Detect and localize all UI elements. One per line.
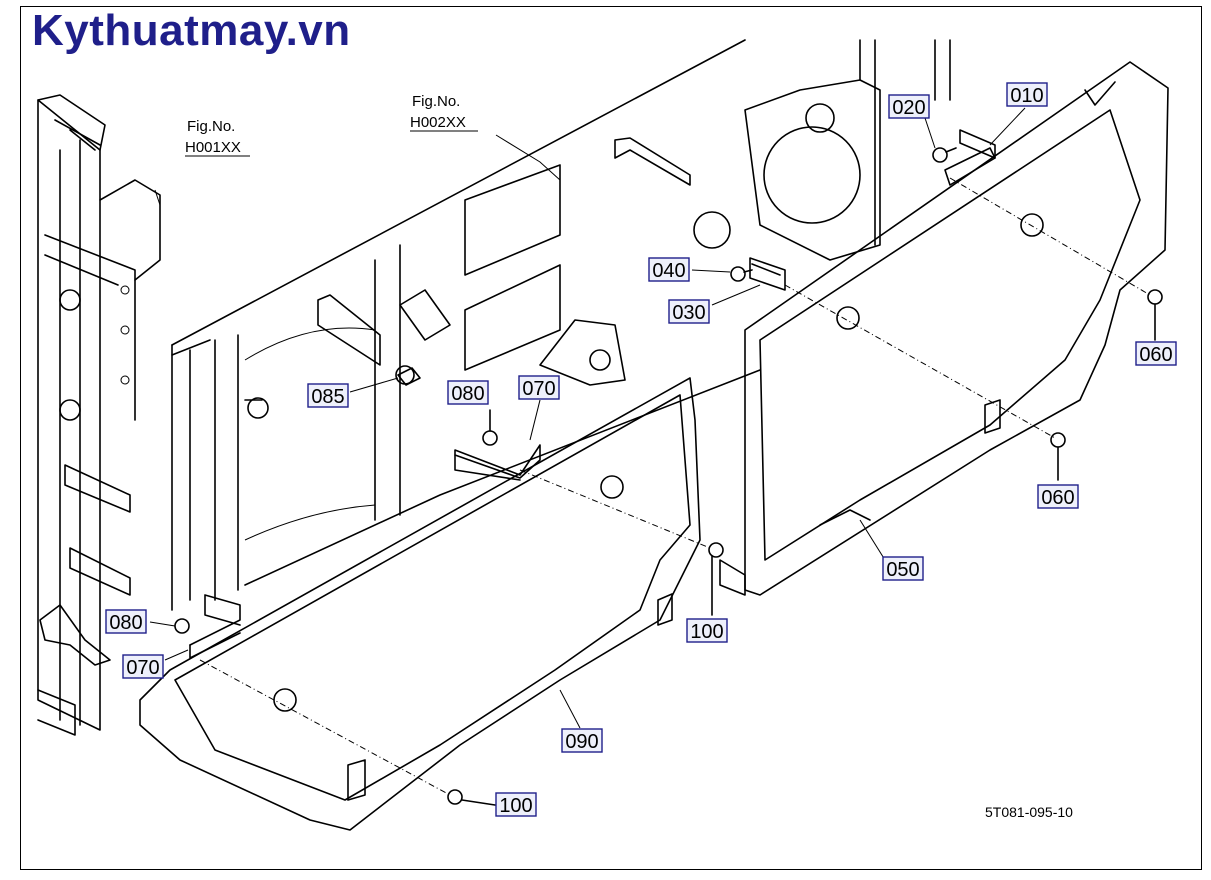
callout-060-lower: 060	[1037, 484, 1079, 509]
bolt-020	[932, 147, 957, 163]
pin-085	[397, 367, 421, 386]
callout-060-upper: 060	[1135, 341, 1177, 366]
svg-text:060: 060	[1139, 344, 1172, 366]
bracket-070-upper	[454, 444, 541, 481]
callout-085: 085	[307, 383, 349, 408]
assembly-lines	[199, 177, 1151, 796]
fig-ref-label: Fig.No.	[187, 118, 235, 135]
svg-text:085: 085	[311, 386, 344, 408]
callout-040: 040	[648, 257, 690, 282]
callout-020: 020	[888, 94, 930, 119]
callout-100-lower: 100	[495, 792, 537, 817]
site-logo-text: Kythuatmay.vn	[32, 6, 351, 55]
bolt-100-lower	[447, 789, 496, 806]
fig-ref-h002xx: Fig.No. H002XX	[410, 93, 478, 132]
callout-070-upper: 070	[518, 375, 560, 400]
svg-text:090: 090	[565, 731, 598, 753]
callout-030: 030	[668, 299, 710, 324]
svg-text:030: 030	[672, 302, 705, 324]
leader-lines	[149, 107, 1026, 729]
dash-panel	[171, 39, 951, 611]
left-side-cover	[139, 377, 701, 831]
callout-100-upper: 100	[686, 618, 728, 643]
callout-090: 090	[561, 728, 603, 753]
fig-ref-code: H001XX	[185, 139, 241, 156]
right-side-cover	[719, 61, 1169, 596]
svg-text:050: 050	[886, 559, 919, 581]
callout-080-upper: 080	[447, 380, 489, 405]
fig-ref-code: H002XX	[410, 114, 466, 131]
bolt-040	[730, 266, 753, 282]
fig-ref-h001xx: Fig.No. H001XX	[185, 118, 250, 157]
bolt-080-lower	[174, 618, 190, 634]
fig-ref-label: Fig.No.	[412, 93, 460, 110]
svg-text:070: 070	[522, 378, 555, 400]
bolt-080-upper	[482, 409, 498, 446]
svg-text:060: 060	[1041, 487, 1074, 509]
bracket-030	[749, 257, 786, 291]
callout-070-lower: 070	[122, 654, 164, 679]
svg-text:070: 070	[126, 657, 159, 679]
svg-text:020: 020	[892, 97, 925, 119]
bracket-070-lower	[189, 594, 241, 659]
bracket-010	[944, 129, 996, 186]
drawing-code: 5T081-095-10	[985, 804, 1073, 820]
svg-text:080: 080	[451, 383, 484, 405]
bolt-100-upper	[708, 542, 724, 616]
bolt-060-upper	[1147, 289, 1163, 341]
svg-text:100: 100	[499, 795, 532, 817]
callout-010: 010	[1006, 82, 1048, 107]
svg-text:010: 010	[1010, 85, 1043, 107]
bolt-060-lower	[1050, 432, 1066, 481]
left-frame-structure	[37, 94, 161, 736]
callout-050: 050	[882, 556, 924, 581]
callout-080-lower: 080	[105, 609, 147, 634]
svg-text:100: 100	[690, 621, 723, 643]
drawing-frame	[20, 6, 1202, 870]
svg-text:080: 080	[109, 612, 142, 634]
svg-text:040: 040	[652, 260, 685, 282]
